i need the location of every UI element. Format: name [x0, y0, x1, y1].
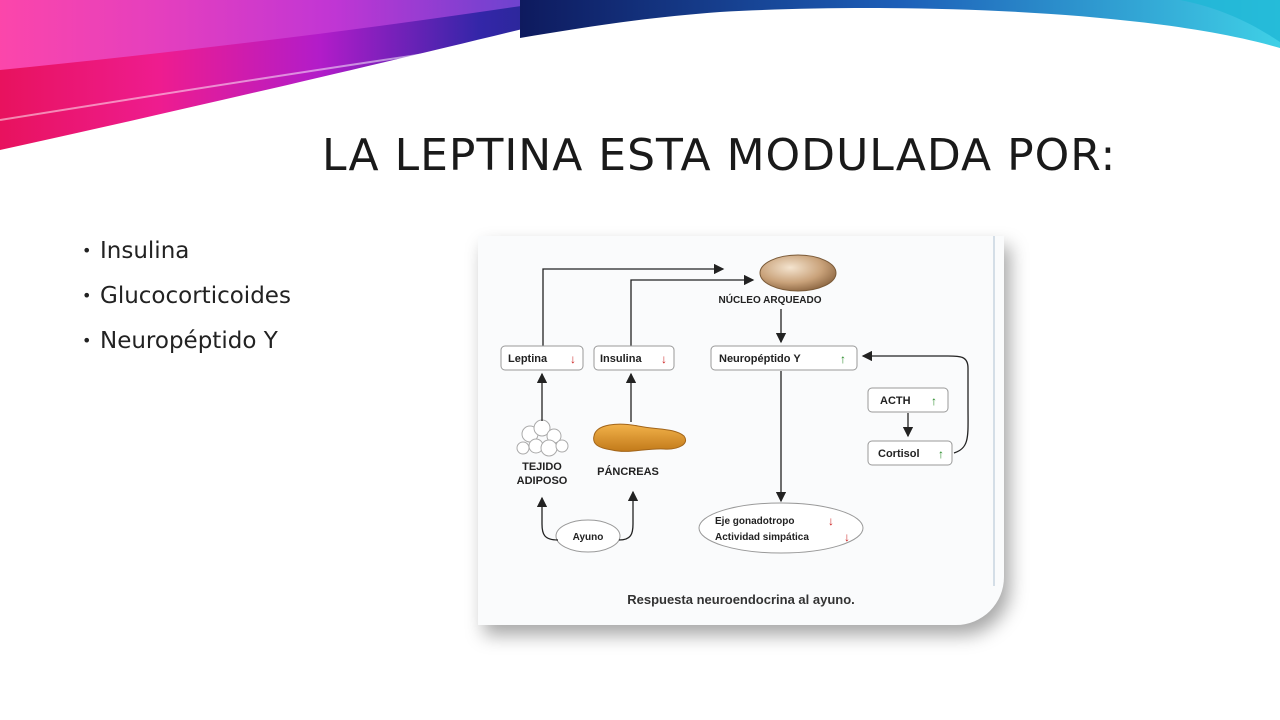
bullet-list: • Insulina • Glucocorticoides • Neuropéptid…	[82, 234, 291, 369]
tejido-label: TEJIDO	[522, 461, 562, 473]
nucleus-icon	[759, 254, 837, 292]
bullet-dot-icon: •	[82, 331, 92, 350]
nucleus-label: NÚCLEO ARQUEADO	[719, 293, 822, 306]
arrow-ayuno-to-tejido	[536, 496, 559, 541]
ayuno-label: Ayuno	[573, 532, 604, 543]
bullet-item: • Glucocorticoides	[82, 279, 291, 324]
diagram-caption: Respuesta neuroendocrina al ayuno.	[627, 592, 855, 607]
neuroendocrine-diagram: NÚCLEO ARQUEADO Leptina ↓ Insulina ↓ Neu…	[478, 236, 1004, 625]
bullet-text: Neuropéptido Y	[100, 328, 278, 354]
bullet-text: Glucocorticoides	[100, 283, 291, 309]
slide-title: LA LEPTINA ESTA MODULADA POR:	[322, 130, 1117, 181]
bullet-dot-icon: •	[82, 286, 92, 305]
bullet-item: • Neuropéptido Y	[82, 324, 291, 369]
acth-box	[867, 387, 949, 413]
decorative-swoosh	[0, 0, 1280, 150]
down-arrow-icon: ↓	[828, 514, 834, 528]
down-arrow-icon: ↓	[844, 530, 850, 544]
down-arrow-icon: ↓	[661, 352, 667, 366]
pancreas-icon	[593, 423, 686, 452]
cortisol-label: Cortisol	[878, 448, 920, 460]
arrow-insulina-to-nucleus	[630, 274, 755, 346]
actividad-label: Actividad simpática	[715, 532, 809, 543]
pancreas-label: PÁNCREAS	[597, 465, 659, 478]
adiposo-label: ADIPOSO	[517, 475, 568, 487]
up-arrow-icon: ↑	[938, 447, 944, 461]
neuropeptido-label: Neuropéptido Y	[719, 353, 801, 365]
adipose-tissue-icon	[516, 419, 569, 457]
eje-ellipse	[698, 502, 864, 554]
neuropeptido-box	[710, 345, 858, 371]
leptina-box	[500, 345, 584, 371]
up-arrow-icon: ↑	[931, 394, 937, 408]
ayuno-ellipse	[555, 519, 621, 553]
arrow-ayuno-to-pancreas	[618, 490, 639, 541]
leptina-label: Leptina	[508, 353, 548, 365]
arrow-leptina-to-nucleus	[542, 263, 725, 346]
cortisol-box	[867, 440, 953, 466]
bullet-item: • Insulina	[82, 234, 291, 279]
down-arrow-icon: ↓	[570, 352, 576, 366]
acth-label: ACTH	[880, 395, 911, 407]
insulina-label: Insulina	[600, 353, 642, 365]
bullet-dot-icon: •	[82, 241, 92, 260]
arrow-cortisol-to-neuropeptido	[861, 350, 969, 454]
up-arrow-icon: ↑	[840, 352, 846, 366]
bullet-text: Insulina	[100, 238, 190, 264]
eje-label: Eje gonadotropo	[715, 516, 794, 527]
diagram-canvas: NÚCLEO ARQUEADO Leptina ↓ Insulina ↓ Neu…	[500, 236, 995, 586]
insulina-box	[593, 345, 675, 371]
